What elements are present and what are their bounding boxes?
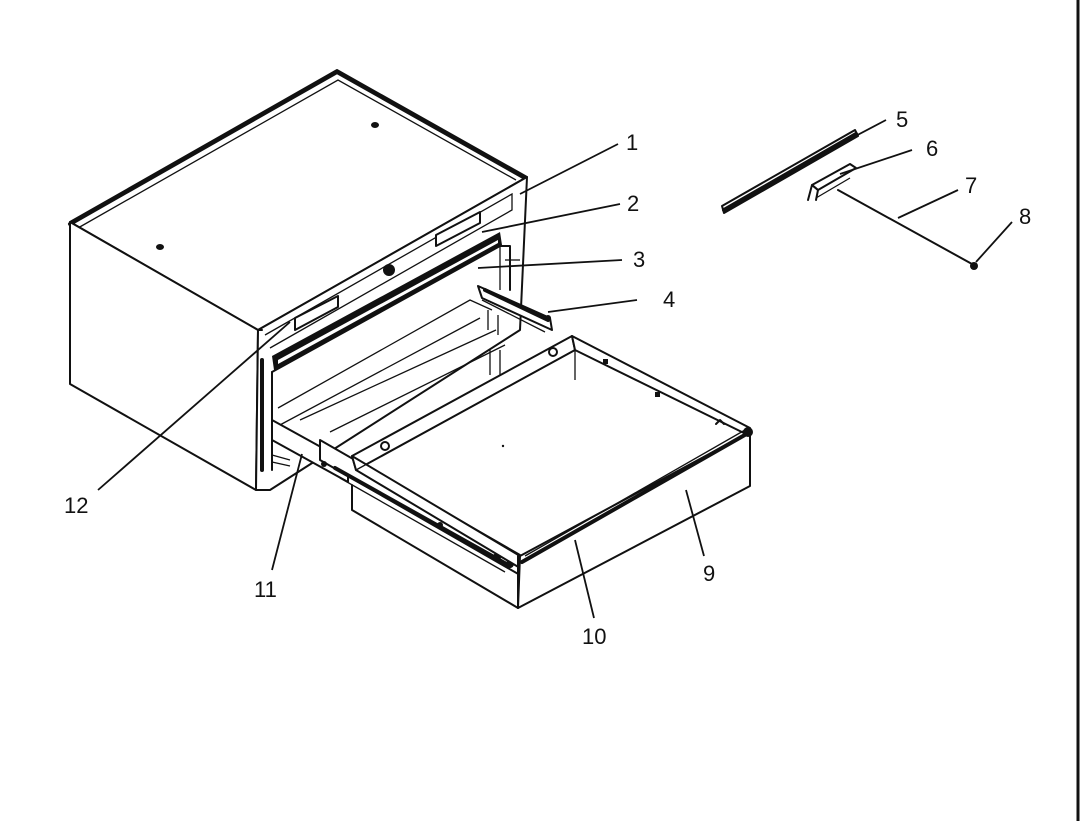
callout-2: 2 [627, 191, 639, 216]
callout-9: 9 [703, 561, 715, 586]
loose-parts [721, 129, 978, 270]
callout-8: 8 [1019, 204, 1031, 229]
label-plate-2 [294, 295, 339, 331]
drawer-top-rail [520, 430, 752, 564]
callout-1: 1 [626, 130, 638, 155]
callout-7: 7 [965, 173, 977, 198]
callout-4: 4 [663, 287, 675, 312]
callout-labels: 1 2 3 4 5 6 7 8 9 10 11 12 [64, 107, 1031, 649]
drawer-left-wall [351, 455, 521, 569]
label-plate-1 [435, 211, 481, 247]
leader-lines [97, 119, 1013, 619]
callout-5: 5 [896, 107, 908, 132]
lock-icon [383, 264, 395, 276]
part-7-rod [837, 189, 973, 265]
drawer [351, 335, 753, 609]
drawer-right-wall [571, 335, 751, 437]
callout-3: 3 [633, 247, 645, 272]
part-8-nut [970, 262, 978, 270]
callout-10: 10 [582, 624, 606, 649]
part-6-bracket [811, 163, 857, 191]
callout-11: 11 [254, 577, 277, 602]
callout-6: 6 [926, 136, 938, 161]
cabinet [68, 69, 528, 491]
callout-12: 12 [64, 493, 88, 518]
